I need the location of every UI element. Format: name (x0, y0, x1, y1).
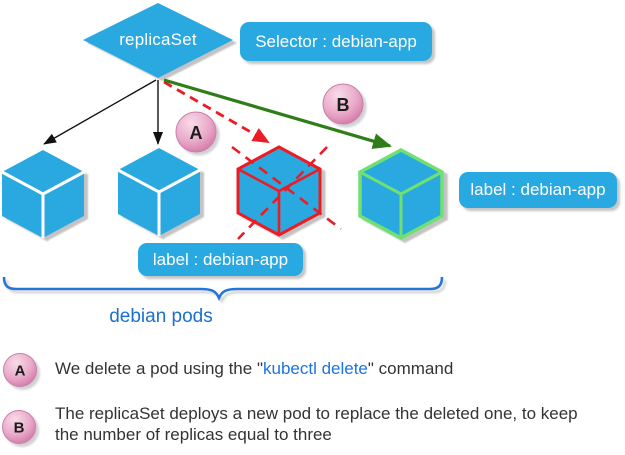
note-badge-a-letter: A (15, 363, 26, 380)
note-a-suffix: " command (367, 359, 454, 378)
badge-b-letter: B (337, 95, 350, 115)
pod-cube-2 (117, 148, 201, 236)
note-b-text: The replicaSet deploys a new pod to repl… (55, 404, 578, 444)
arrow-to-pod-1 (43, 79, 157, 145)
pod-label-center: label : debian-app (138, 243, 303, 276)
badge-a: A (175, 111, 217, 153)
pod-label-right: label : debian-app (459, 172, 617, 208)
badge-b: B (322, 83, 364, 125)
note-badge-b-letter: B (14, 420, 25, 437)
note-a-prefix: We delete a pod using the " (55, 359, 263, 378)
pod-cube-1 (1, 150, 85, 238)
red-cross-line-2 (237, 146, 328, 240)
pod-cube-deleted (236, 145, 322, 237)
badge-a-letter: A (190, 123, 203, 143)
curly-brace (2, 276, 444, 302)
replicaset-diamond-shape (83, 3, 233, 78)
selector-label: Selector : debian-app (240, 22, 432, 61)
debian-pods-caption: debian pods (109, 306, 213, 327)
note-badge-a: A (3, 353, 37, 387)
note-a-text: We delete a pod using the "kubectl delet… (55, 359, 615, 379)
delete-arrow-dashed-red (163, 80, 270, 144)
note-a-command: kubectl delete (262, 359, 368, 378)
note-badge-b: B (2, 410, 36, 444)
replicaset-node-label: replicaSet (119, 30, 197, 49)
pod-cube-new (358, 148, 444, 240)
replace-arrow-green (163, 78, 392, 149)
